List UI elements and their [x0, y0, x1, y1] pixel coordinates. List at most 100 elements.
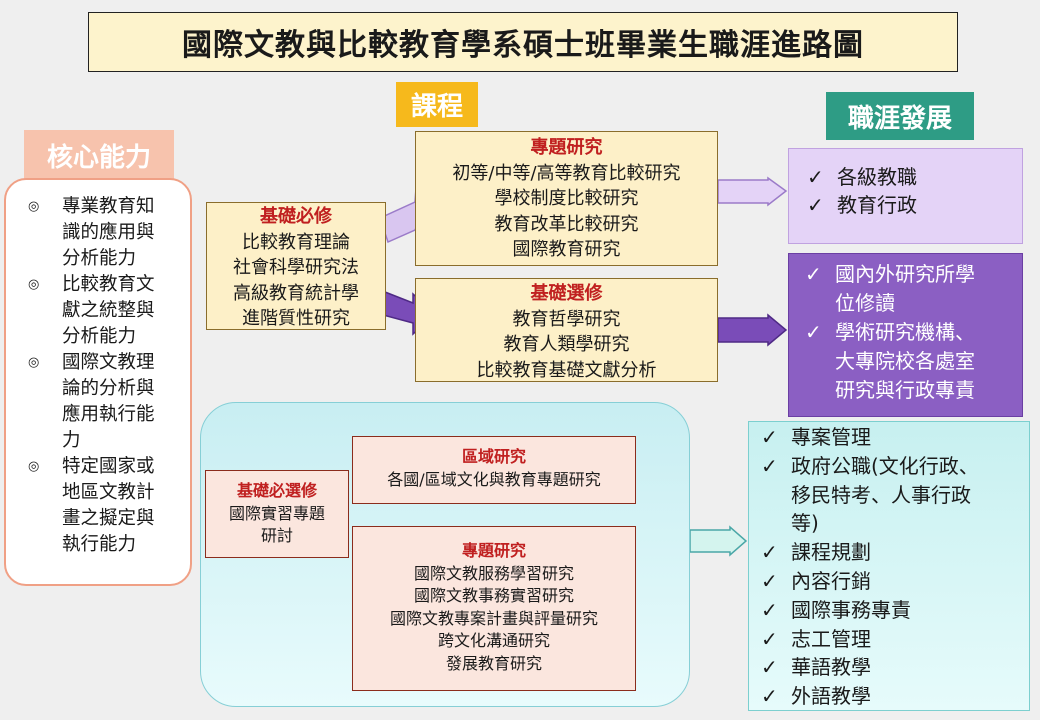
bullet-icon: ◎	[28, 199, 40, 214]
course-item: 學校制度比較研究	[494, 188, 639, 209]
course-item: 研討	[260, 526, 293, 545]
regional-research-heading: 區域研究	[461, 447, 526, 466]
core-ability-item: ◎ 專業教育知 識的應用與 分析能力	[28, 194, 182, 272]
career-item-line: 位修讀	[835, 291, 895, 315]
career-item-label: 內容行銷	[791, 568, 871, 593]
arrow-elective-to-career	[717, 313, 788, 347]
career-item-line: 研究與行政專責	[835, 378, 975, 402]
course-item: 初等/中等/高等教育比較研究	[452, 162, 681, 184]
career-academic-box: ✓ 國內外研究所學 位修讀 ✓ 學術研究機構、 大專院校各處室 研究與行政專責	[788, 253, 1023, 417]
course-item: 國際文教事務實習研究	[413, 586, 574, 605]
basic-required-elective-box: 基礎必選修 國際實習專題 研討	[205, 470, 349, 558]
bullet-icon: ◎	[28, 459, 40, 474]
course-item: 國際教育研究	[512, 239, 621, 260]
career-item-label: 外語教學	[791, 684, 871, 709]
basic-required-box: 基礎必修 比較教育理論 社會科學研究法 高級教育統計學 進階質性研究	[206, 202, 386, 330]
core-ability-line: 獻之統整與	[62, 300, 155, 321]
core-ability-line: 專業教育知	[62, 196, 155, 217]
course-item: 各國/區域文化與教育專題研究	[387, 469, 601, 489]
core-ability-line: 論的分析與	[62, 378, 155, 399]
career-item-line: 學術研究機構、	[835, 320, 975, 344]
core-abilities-panel: ◎ 專業教育知 識的應用與 分析能力 ◎ 比較教育文 獻之統整與 分析能力 ◎ …	[4, 178, 192, 586]
core-ability-line: 比較教育文	[62, 274, 155, 295]
topic-research-box: 專題研究 初等/中等/高等教育比較研究 學校制度比較研究 教育改革比較研究 國際…	[415, 131, 718, 266]
career-item-label: 課程規劃	[791, 540, 871, 565]
career-item-line: 國內外研究所學	[835, 262, 975, 286]
career-item-label: 專案管理	[791, 425, 871, 449]
career-item-line: 等)	[791, 511, 819, 536]
check-icon: ✓	[761, 597, 778, 622]
core-ability-item: ◎ 比較教育文 獻之統整與 分析能力	[28, 272, 182, 350]
page-title: 國際文教與比較教育學系碩士班畢業生職涯進路圖	[88, 12, 958, 72]
course-item: 進階質性研究	[242, 308, 350, 329]
career-item: ✓ 各級教職	[807, 163, 1022, 191]
course-item: 發展教育研究	[445, 653, 542, 673]
course-item: 比較教育基礎文獻分析	[476, 359, 657, 381]
career-item-line: 大專院校各處室	[835, 349, 975, 373]
check-icon: ✓	[761, 626, 778, 651]
course-item: 教育改革比較研究	[494, 213, 639, 235]
course-item: 高級教育統計學	[233, 282, 359, 304]
career-item: ✓ 華語教學	[761, 653, 1029, 682]
core-ability-line: 地區文教計	[62, 482, 155, 503]
check-icon: ✓	[761, 568, 778, 593]
arrow-panel-to-career	[689, 525, 748, 557]
career-item: ✓ 政府公職(文化行政、 移民特考、人事行政 等)	[761, 452, 1029, 538]
core-ability-line: 分析能力	[62, 248, 137, 269]
career-item-label: 各級教職	[837, 165, 917, 189]
course-item: 國際文教服務學習研究	[413, 563, 574, 583]
career-header: 職涯發展	[826, 92, 974, 140]
basic-required-heading: 基礎必修	[260, 206, 332, 227]
career-item: ✓ 內容行銷	[761, 567, 1029, 596]
bullet-icon: ◎	[28, 277, 40, 292]
course-item: 教育人類學研究	[503, 334, 630, 355]
basic-required-elective-heading: 基礎必選修	[236, 481, 317, 500]
career-item: ✓ 課程規劃	[761, 538, 1029, 567]
career-item: ✓ 專案管理	[761, 423, 1029, 452]
career-item: ✓ 國際事務專責	[761, 596, 1029, 625]
core-abilities-header: 核心能力	[24, 130, 174, 180]
check-icon: ✓	[807, 165, 824, 189]
course-item: 國際實習專題	[228, 503, 325, 523]
check-icon: ✓	[761, 453, 778, 478]
course-item: 社會科學研究法	[233, 257, 359, 278]
core-ability-line: 分析能力	[62, 326, 137, 347]
career-item: ✓ 學術研究機構、 大專院校各處室 研究與行政專責	[805, 318, 1022, 405]
topic-research-2-heading: 專題研究	[461, 541, 526, 560]
bullet-icon: ◎	[28, 355, 40, 370]
career-item-label: 教育行政	[837, 193, 917, 217]
core-ability-item: ◎ 國際文教理 論的分析與 應用執行能 力	[28, 350, 182, 454]
core-ability-line: 力	[62, 430, 81, 451]
check-icon: ✓	[761, 655, 778, 680]
courses-header: 課程	[396, 82, 478, 127]
arrow-topic-to-career	[717, 176, 788, 207]
course-item: 跨文化溝通研究	[437, 631, 550, 650]
core-ability-line: 特定國家或	[62, 456, 155, 477]
career-item-label: 國際事務專責	[791, 597, 911, 622]
core-ability-line: 畫之擬定與	[62, 508, 155, 529]
regional-research-box: 區域研究 各國/區域文化與教育專題研究	[352, 436, 636, 504]
core-ability-item: ◎ 特定國家或 地區文教計 畫之擬定與 執行能力	[28, 454, 182, 558]
core-ability-line: 應用執行能	[62, 404, 155, 425]
career-item: ✓ 國內外研究所學 位修讀	[805, 260, 1022, 318]
career-item: ✓ 外語教學	[761, 682, 1029, 711]
career-item: ✓ 教育行政	[807, 191, 1022, 219]
basic-elective-heading: 基礎選修	[530, 283, 603, 304]
check-icon: ✓	[761, 540, 778, 565]
core-ability-line: 識的應用與	[62, 222, 155, 243]
course-item: 國際文教專案計畫與評量研究	[389, 608, 598, 628]
career-item-label: 志工管理	[791, 626, 871, 651]
basic-elective-box: 基礎選修 教育哲學研究 教育人類學研究 比較教育基礎文獻分析	[415, 278, 718, 382]
check-icon: ✓	[761, 425, 778, 449]
course-item: 教育哲學研究	[512, 308, 621, 330]
check-icon: ✓	[807, 193, 824, 217]
career-item: ✓ 志工管理	[761, 625, 1029, 654]
career-item-line: 政府公職(文化行政、	[791, 453, 979, 478]
check-icon: ✓	[805, 262, 822, 286]
topic-research-2-box: 專題研究 國際文教服務學習研究 國際文教事務實習研究 國際文教專案計畫與評量研究…	[352, 526, 636, 691]
topic-research-heading: 專題研究	[530, 137, 603, 158]
check-icon: ✓	[805, 320, 822, 344]
career-item-label: 華語教學	[791, 655, 871, 680]
core-ability-line: 國際文教理	[62, 352, 155, 373]
career-teaching-box: ✓ 各級教職 ✓ 教育行政	[788, 148, 1023, 244]
